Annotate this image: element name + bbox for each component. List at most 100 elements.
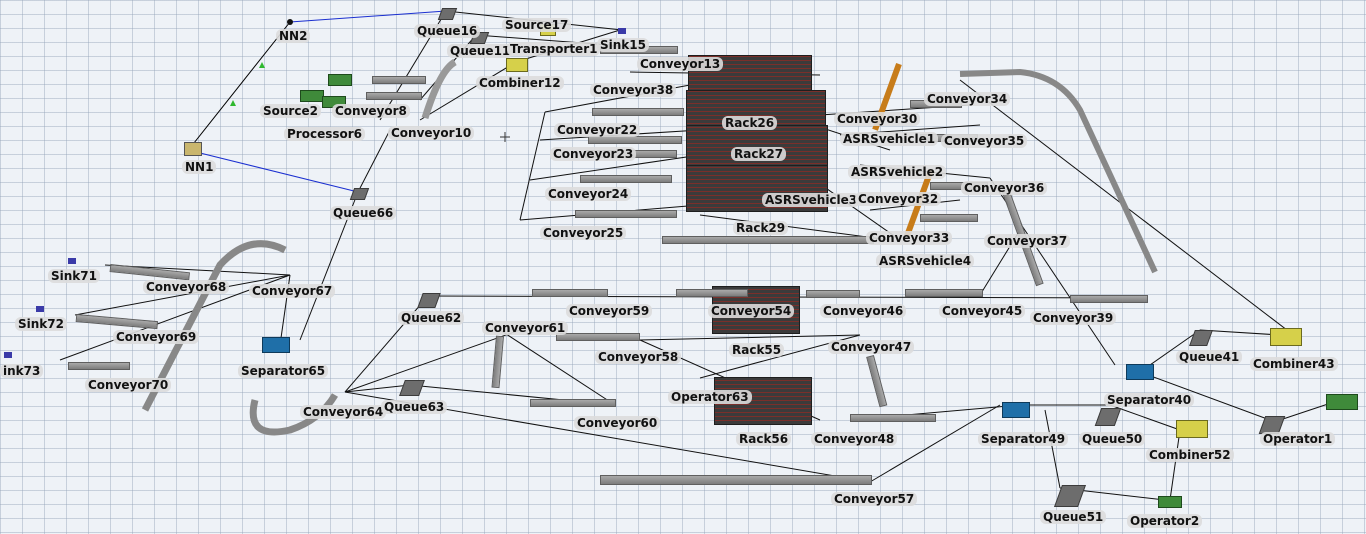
label-conveyor33: Conveyor33 xyxy=(866,231,953,245)
label-conveyor36: Conveyor36 xyxy=(961,181,1048,195)
label-conveyor8: Conveyor8 xyxy=(332,104,410,118)
label-nn2: NN2 xyxy=(276,29,311,43)
conveyor45[interactable] xyxy=(905,289,983,297)
label-queue62: Queue62 xyxy=(398,311,465,325)
label-queue63: Queue63 xyxy=(381,400,448,414)
network-node-nn1[interactable] xyxy=(184,142,202,156)
conveyor70[interactable] xyxy=(68,362,130,370)
label-conveyor54: Conveyor54 xyxy=(708,304,795,318)
label-sink73: ink73 xyxy=(0,364,44,378)
label-asrsvehicle4: ASRSvehicle4 xyxy=(876,254,975,268)
conveyor59[interactable] xyxy=(532,289,608,297)
conveyor58[interactable] xyxy=(556,333,640,341)
conveyor32[interactable] xyxy=(920,214,978,222)
label-conveyor60: Conveyor60 xyxy=(574,416,661,430)
operator1-machine[interactable] xyxy=(1326,394,1358,410)
label-conveyor59: Conveyor59 xyxy=(566,304,653,318)
network-path-nn1-queue66 xyxy=(195,151,359,193)
sink71[interactable] xyxy=(68,258,76,264)
combiner52[interactable] xyxy=(1176,420,1208,438)
label-conveyor23: Conveyor23 xyxy=(550,147,637,161)
sink15[interactable] xyxy=(618,28,626,34)
combiner12[interactable] xyxy=(506,58,528,72)
label-rack29: Rack29 xyxy=(733,221,789,235)
label-separator49: Separator49 xyxy=(978,432,1069,446)
conveyor48[interactable] xyxy=(850,414,936,422)
label-asrsvehicle3: ASRSvehicle3 xyxy=(762,193,861,207)
sink73[interactable] xyxy=(4,352,12,358)
label-queue16: Queue16 xyxy=(414,24,481,38)
label-transporter1: Transporter1 xyxy=(507,42,601,56)
label-conveyor35: Conveyor35 xyxy=(941,134,1028,148)
label-combiner52: Combiner52 xyxy=(1146,448,1234,462)
label-conveyor39: Conveyor39 xyxy=(1030,311,1117,325)
conveyor39[interactable] xyxy=(1070,295,1148,303)
label-conveyor22: Conveyor22 xyxy=(554,123,641,137)
conveyor25[interactable] xyxy=(575,210,677,218)
label-conveyor69: Conveyor69 xyxy=(113,330,200,344)
label-queue41: Queue41 xyxy=(1176,350,1243,364)
label-separator40: Separator40 xyxy=(1104,393,1195,407)
label-queue66: Queue66 xyxy=(330,206,397,220)
network-path-nn2-nn1 xyxy=(189,21,291,149)
label-operator63: Operator63 xyxy=(668,390,752,404)
label-conveyor68: Conveyor68 xyxy=(143,280,230,294)
network-arrow xyxy=(259,62,265,68)
view-center-cross xyxy=(500,132,510,142)
conveyor22[interactable] xyxy=(588,136,682,144)
network-arrow xyxy=(230,100,236,106)
label-source2: Source2 xyxy=(260,104,321,118)
source2[interactable] xyxy=(300,90,324,102)
label-combiner43: Combiner43 xyxy=(1250,357,1338,371)
label-sink71: Sink71 xyxy=(48,269,100,283)
label-conveyor45: Conveyor45 xyxy=(939,304,1026,318)
label-conveyor25: Conveyor25 xyxy=(540,226,627,240)
label-conveyor67: Conveyor67 xyxy=(249,284,336,298)
conveyor54[interactable] xyxy=(676,289,748,297)
label-queue51: Queue51 xyxy=(1040,510,1107,524)
label-queue50: Queue50 xyxy=(1079,432,1146,446)
conveyor-rack-bottom[interactable] xyxy=(662,236,874,244)
label-conveyor48: Conveyor48 xyxy=(811,432,898,446)
processor6[interactable] xyxy=(328,74,352,86)
conveyor60[interactable] xyxy=(530,399,616,407)
label-conveyor37: Conveyor37 xyxy=(984,234,1071,248)
label-source17: Source17 xyxy=(502,18,572,32)
label-queue11: Queue11 xyxy=(447,44,514,58)
label-conveyor61: Conveyor61 xyxy=(482,321,569,335)
conveyor24[interactable] xyxy=(580,175,672,183)
combiner43[interactable] xyxy=(1270,328,1302,346)
label-conveyor70: Conveyor70 xyxy=(85,378,172,392)
operator2[interactable] xyxy=(1158,496,1182,508)
label-conveyor32: Conveyor32 xyxy=(855,192,942,206)
label-sink72: Sink72 xyxy=(15,317,67,331)
network-path-nn2-queue16 xyxy=(289,10,447,23)
conveyor8-b[interactable] xyxy=(366,92,422,100)
label-conveyor57: Conveyor57 xyxy=(831,492,918,506)
curved-conveyor-left-loop xyxy=(141,240,287,412)
label-conveyor46: Conveyor46 xyxy=(820,304,907,318)
label-rack55: Rack55 xyxy=(729,343,785,357)
conveyor57[interactable] xyxy=(600,475,872,485)
separator65[interactable] xyxy=(262,337,290,353)
conveyor8[interactable] xyxy=(372,76,426,84)
label-conveyor24: Conveyor24 xyxy=(545,187,632,201)
conveyor38[interactable] xyxy=(592,108,684,116)
conveyor46[interactable] xyxy=(806,290,860,298)
separator40[interactable] xyxy=(1126,364,1154,380)
label-conveyor13: Conveyor13 xyxy=(637,57,724,71)
separator49[interactable] xyxy=(1002,402,1030,418)
label-conveyor47: Conveyor47 xyxy=(828,340,915,354)
label-rack26: Rack26 xyxy=(722,116,778,130)
sink72[interactable] xyxy=(36,306,44,312)
label-rack27: Rack27 xyxy=(731,147,787,161)
label-conveyor34: Conveyor34 xyxy=(924,92,1011,106)
label-processor6: Processor6 xyxy=(284,127,366,141)
label-nn1: NN1 xyxy=(182,160,217,174)
label-rack56: Rack56 xyxy=(736,432,792,446)
curved-conveyor-right-loop xyxy=(959,68,1158,274)
label-asrsvehicle2: ASRSvehicle2 xyxy=(848,165,947,179)
label-conveyor58: Conveyor58 xyxy=(595,350,682,364)
network-node-nn2[interactable] xyxy=(287,19,293,25)
